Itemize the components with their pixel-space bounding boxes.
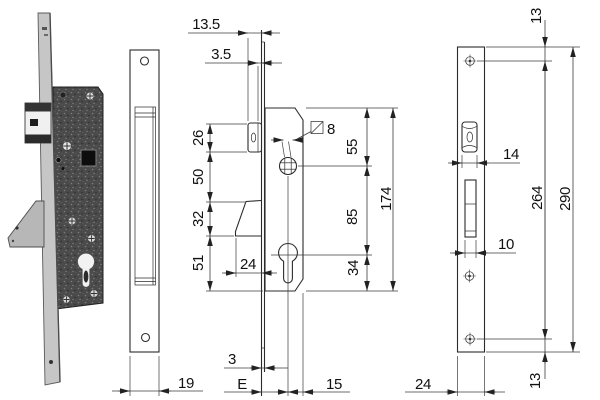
dim-label-290: 290 [557,187,574,211]
dim-13-5: 13.5 [188,16,280,36]
bar-top-mark [44,34,48,36]
latch-head-section [247,122,263,153]
dim-label-13-bottom: 13 [527,373,544,389]
strike-slot [464,179,477,238]
dim-24-strike: 24 [405,376,505,395]
dim-label-50: 50 [190,169,207,185]
faceplate-outline [129,49,160,353]
bracket-hole [15,226,19,230]
dim-label-8: 8 [327,121,335,138]
lock-case-body [52,86,104,310]
phillips-screw-5 [90,290,98,297]
dim-19: 19 [112,356,203,396]
dim-label-34: 34 [345,260,362,276]
phillips-screw-4 [88,235,95,242]
dim-chain-right: 13 264 13 [527,8,548,389]
faceplate-front-view: 19 [112,49,203,396]
dim-24-section: 24 [222,256,277,276]
dim-10: 10 [450,236,516,256]
dim-label-51: 51 [190,255,207,271]
strike-screw-hole-bottom [463,332,477,346]
dim-label-26: 26 [190,130,207,146]
dim-label-E: E [237,376,247,393]
dim-label-24-strike: 24 [415,376,431,393]
dim-label-85: 85 [344,209,361,225]
square-symbol [310,121,324,134]
case-screw-hole [59,91,67,99]
lock-section-view: 13.5 3.5 26 50 32 51 24 [188,16,398,396]
dim-14: 14 [448,146,520,166]
phillips-screw-1 [86,92,94,100]
small-hole [55,157,62,163]
dim-chain-left: 26 50 32 51 [190,124,213,291]
dim-3-5: 3.5 [205,46,282,66]
faceplate-bottom-hole [140,332,151,343]
dim-label-24-section: 24 [240,256,256,273]
dim-label-14: 14 [503,146,519,163]
dim-label-32: 32 [190,211,207,227]
dim-3: 3 [224,351,288,371]
lock-body-photo [7,12,104,386]
strike-screw-hole-top [463,54,477,68]
dim-label-19: 19 [178,375,194,392]
dim-chain-inner: 55 85 34 [344,108,370,291]
bar-bottom-screw [49,360,53,364]
faceplate-bar-edge [49,12,61,383]
dim-label-3-5: 3.5 [211,46,231,63]
strike-screw-hole-middle [463,269,476,283]
dim-label-15: 15 [326,376,342,393]
case-outline [264,107,304,292]
dim-label-13-5: 13.5 [192,16,220,33]
dim-label-13-top: 13 [528,8,545,24]
spindle-hole [278,156,298,176]
strike-plate-outline [456,46,486,353]
dim-label-10: 10 [498,236,514,253]
faceplate-slot [134,106,156,286]
hook-bracket [7,200,45,248]
phillips-screw-2 [63,142,71,150]
dim-E-15: E 15 [224,376,350,395]
phillips-screw-6 [63,296,70,303]
faceplate-top-hole [139,56,150,66]
spindle-square-hole [80,149,97,167]
strike-plate-view: 14 10 13 264 13 290 24 [405,8,580,396]
phillips-screw-3 [68,217,76,225]
euro-cylinder-opening [76,252,96,288]
dim-label-55: 55 [344,139,361,155]
deadbolt-wedge [234,199,262,237]
dim-label-3: 3 [228,351,236,368]
bar-top-screw [42,27,47,30]
bracket-hole-2 [11,239,15,243]
dim-square-8: 8 [271,121,335,143]
dim-label-174: 174 [378,187,395,211]
dim-label-264: 264 [529,186,546,210]
strike-keeper [461,121,478,153]
latch-bolt [24,102,52,144]
dim-290: 290 [557,47,576,352]
dim-174: 174 [378,108,396,291]
pin-hole [61,167,65,170]
